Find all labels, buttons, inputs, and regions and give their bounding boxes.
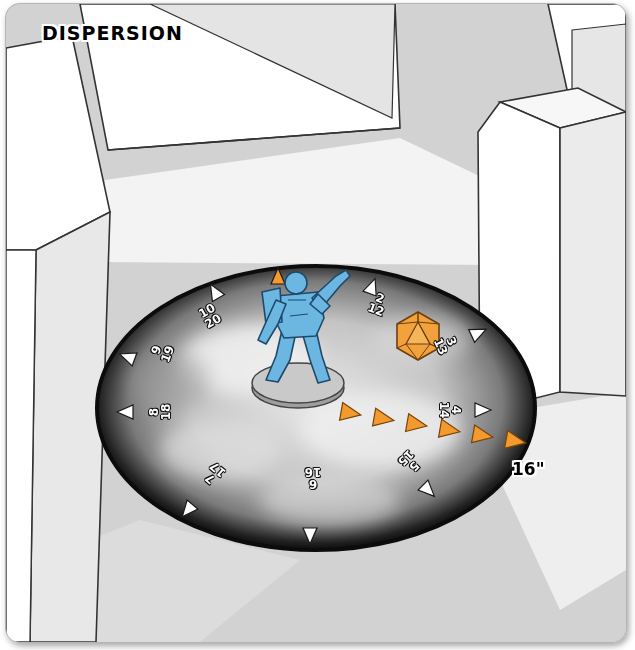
scatter-arrows bbox=[340, 403, 528, 452]
template-disc bbox=[97, 266, 535, 550]
direction-arrows bbox=[117, 268, 491, 544]
scatter-arrow bbox=[439, 419, 462, 440]
diagram-title: DISPERSION bbox=[42, 22, 183, 44]
direction-arrow bbox=[418, 480, 439, 501]
direction-arrow bbox=[117, 405, 133, 419]
direction-number-group: 414 bbox=[438, 402, 462, 419]
direction-arrow bbox=[204, 281, 224, 302]
direction-number: 8 bbox=[148, 408, 160, 416]
scatter-arrow bbox=[340, 403, 363, 424]
direction-arrow bbox=[117, 347, 137, 366]
terrain bbox=[6, 4, 626, 642]
direction-arrow bbox=[303, 528, 317, 544]
dispersion-template bbox=[97, 266, 535, 550]
direction-number: 4 bbox=[450, 406, 462, 414]
direction-number: 18 bbox=[160, 404, 172, 421]
direction-number-group: 616 bbox=[305, 466, 322, 490]
direction-number: 6 bbox=[309, 478, 317, 490]
scatter-arrow bbox=[505, 431, 528, 452]
distance-label: 16" bbox=[512, 459, 545, 479]
building-face bbox=[6, 250, 36, 642]
direction-arrow bbox=[475, 403, 491, 417]
frame bbox=[6, 4, 626, 642]
building bbox=[6, 36, 110, 250]
building-face bbox=[560, 112, 626, 396]
direction-number: 16 bbox=[305, 466, 322, 478]
direction-arrow bbox=[469, 323, 489, 342]
miniature bbox=[252, 270, 350, 408]
lit-ground bbox=[100, 138, 540, 265]
direction-arrow bbox=[271, 268, 285, 284]
building-face bbox=[150, 4, 395, 118]
d20-die bbox=[397, 312, 439, 360]
scatter-arrow bbox=[406, 414, 429, 435]
direction-number-group: 818 bbox=[148, 404, 172, 421]
ground bbox=[6, 4, 626, 642]
direction-arrow bbox=[177, 500, 198, 521]
scatter-arrow bbox=[373, 408, 396, 429]
scatter-arrow bbox=[472, 425, 495, 446]
direction-number: 14 bbox=[438, 402, 450, 419]
